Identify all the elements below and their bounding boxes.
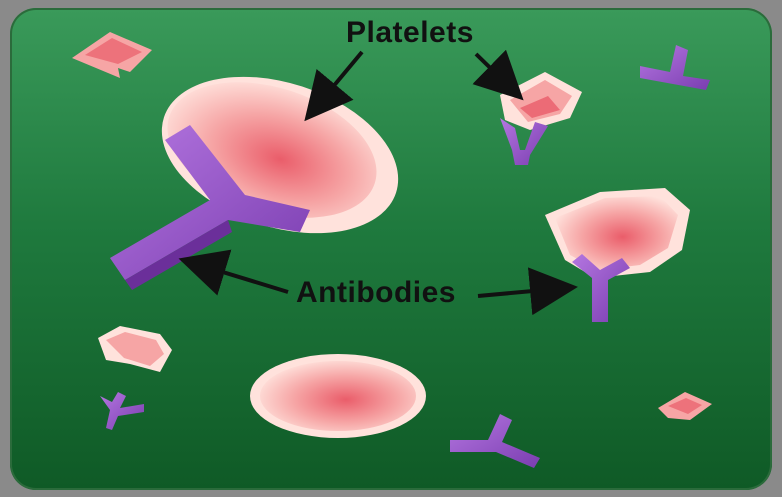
arrow-antibodies-to-right xyxy=(478,288,566,296)
label-platelets: Platelets xyxy=(346,16,474,50)
antibody-free-bottom-center xyxy=(450,414,540,468)
platelet-small-bottom-right xyxy=(658,392,712,420)
arrow-antibodies-to-large xyxy=(190,262,288,292)
platelet-small-top-left xyxy=(72,32,152,78)
platelet-bottom-center xyxy=(250,354,426,438)
platelet-small-top-right xyxy=(500,72,582,130)
arrow-platelets-to-small xyxy=(476,54,515,92)
antibody-free-bottom-left xyxy=(100,392,144,430)
label-antibodies: Antibodies xyxy=(296,276,456,310)
antibody-free-top-right xyxy=(640,45,710,90)
platelet-small-mid-left xyxy=(98,326,172,372)
